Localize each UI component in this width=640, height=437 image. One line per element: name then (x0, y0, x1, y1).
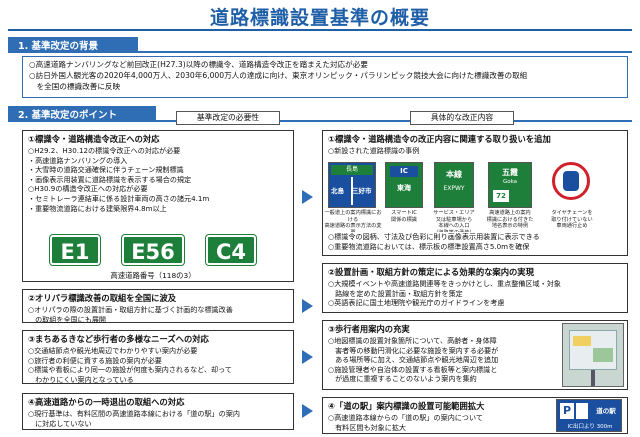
need-line: わかりにくい案内となっている (28, 374, 134, 384)
change-card-2: ②設置計画・取組方針の策定による効果的な案内の実現 ○大規模イベントや高速道路関… (322, 263, 628, 313)
arrow-right-icon (302, 299, 313, 313)
need-line: の取組を全国にも展開 (28, 314, 107, 324)
sign-expressway-entrance: 本線 EXPWY (434, 162, 474, 208)
parking-icon: P (560, 403, 574, 419)
michi-label: 道の駅 (596, 407, 616, 415)
change-line: ある場所等に加え、交通結節点や観光地周辺を追加 (328, 355, 499, 365)
change-line: 害者等の移動円滑化に必要な施設を案内する必要が (328, 345, 499, 355)
need-card-3-head: ③まちあるきなど歩行者の多様なニーズへの対応 (28, 334, 209, 344)
sign-s1-right: 三好市 (352, 187, 372, 195)
michi-exit: IC出口より 300m (567, 424, 613, 430)
change-card-2-head: ②設置計画・取組方針の策定による効果的な案内の実現 (328, 267, 534, 277)
route-plate: E56 (122, 235, 184, 265)
background-line: ○高速道路ナンバリングなど前回改正(H27.3)以降の標識令、道路構造令改正を踏… (29, 60, 368, 69)
need-line: ・大雪時の道路交通確保に伴うチェーン規制標識 (28, 165, 184, 175)
sign-guide-highway: 長島 北島 三好市 (328, 162, 376, 208)
sign-post (591, 370, 595, 386)
route-plate: E1 (50, 235, 100, 265)
sign-s4-caption: 高速道路上の案内標識における付きた地名表示の特例 (486, 210, 534, 229)
need-line: ・セミトレーラ連結車に係る設計車両の高さの諸元4.1m (28, 193, 210, 203)
route-plate: C4 (206, 235, 256, 265)
need-line: ・高速道路ナンバリングの導入 (28, 155, 128, 165)
need-line: に対応していない (28, 418, 92, 428)
need-line: ・画像表示用装置に道路標識を表示する場合の規定 (28, 174, 192, 184)
change-line: ○高速道路本線からの「道の駅」の案内について (328, 413, 483, 422)
title-rule (8, 29, 632, 31)
sign-s3-mid: EXPWY (443, 185, 465, 192)
need-line: ○H29.2、H30.12の標識令改正への対応が必要 (28, 146, 181, 155)
need-line: ○標識や看板により同一の施設が何度も案内されるなど、却って (28, 365, 232, 375)
need-line: ○オリパラの際の設置計画・取組方針に基づく計画的な標識改善 (28, 305, 233, 314)
section-2-header: 2. 基準改定のポイント (8, 106, 156, 121)
change-line: ○地図標識の設置対象箇所について、高齢者・身体障 (328, 336, 497, 345)
arrow-right-icon (302, 350, 313, 364)
sign-place-name: 五霞 Goka 72 (488, 162, 532, 208)
change-card-1-head: ①標識令・道路構造令の改正内容に関連する取り扱いを追加 (328, 134, 551, 144)
background-line: を全国の標識改善に反映 (29, 82, 121, 91)
map-sign-photo (562, 323, 624, 387)
arrow-right-icon (302, 404, 313, 418)
arrow-right-icon (302, 190, 313, 204)
sign-s4-badge: 72 (493, 190, 509, 202)
section-1-label: 1. 基準改定の背景 (18, 41, 99, 52)
sign-s5-caption: タイヤチェーンを取り付けていない車両通行止め (551, 210, 593, 229)
change-line: ○重要物流道路においては、標示板の標準設置高さ5.0mを確保 (328, 241, 530, 251)
change-line: が過度に重複することのないよう案内を集約 (328, 374, 477, 384)
need-card-4-head: ④高速道路からの一時退出の取組への対応 (28, 397, 185, 407)
change-card-1-extra: ○標識令の図柄、寸法及び色彩に則り画像表示用装置に表示できる ○重要物流道路にお… (326, 232, 624, 254)
change-line: ○新設された道路標識の事例 (328, 146, 420, 155)
background-line: ○訪日外国人観光客の2020年4,000万人、2030年6,000万人の達成に向… (29, 71, 528, 80)
need-line: ○H30.9の構造令改正への対応が必要 (28, 184, 148, 194)
section-1-rule (8, 51, 632, 53)
column-header-left: 基準改定の必要性 (176, 111, 280, 125)
need-card-4: ④高速道路からの一時退出の取組への対応 ○現行基準は、有料区間の高速道路本線にお… (22, 393, 294, 430)
section-1-header: 1. 基準改定の背景 (8, 37, 138, 52)
sign-smart-ic: IC 東海 (385, 162, 423, 208)
need-card-1-head: ①標識令・道路構造令改正への対応 (28, 134, 160, 144)
route-plates-caption: 高速道路番号（118の3） (110, 271, 196, 280)
change-line: 路線を定めた設置計画・取組方針を策定 (328, 288, 463, 298)
sign-s2-top: IC (390, 166, 418, 177)
map-area-block (593, 348, 613, 362)
restroom-icon (576, 403, 588, 419)
need-line: ○旅行者の利便に資する施設の案内が必要 (28, 355, 162, 365)
change-line: ○施設管理者や自治体の設置する看板等と案内標識と (328, 364, 498, 374)
sign-s2-mid: 東海 (397, 184, 411, 192)
need-line: ・重要物流道路における建築限界4.8m以上 (28, 203, 167, 213)
sign-s4-top: 五霞 (502, 168, 518, 177)
need-card-2-head: ②オリパラ標識改善の取組を全国に波及 (28, 293, 177, 303)
tire-chain-icon (552, 162, 590, 200)
sign-s1-mid: 北島 (331, 187, 344, 195)
change-card-4-head: ④「道の駅」案内標識の設置可能範囲拡大 (328, 401, 485, 411)
section-2-label: 2. 基準改定のポイント (18, 110, 118, 121)
sign-s1-divider (351, 177, 353, 205)
tire-icon (563, 171, 579, 191)
sign-s1-top: 長島 (331, 165, 373, 175)
background-box: ○高速道路ナンバリングなど前回改正(H27.3)以降の標識令、道路構造令改正を踏… (22, 56, 628, 98)
need-line: ○現行基準は、有料区間の高速道路本線における「道の駅」の案内 (28, 409, 240, 418)
michi-no-eki-sign: P 道の駅 IC出口より 300m (556, 399, 622, 432)
need-card-3: ③まちあるきなど歩行者の多様なニーズへの対応 ○交通結節点や観光地周辺でわかりや… (22, 330, 294, 384)
map-area-block (573, 336, 591, 346)
need-card-2: ②オリパラ標識改善の取組を全国に波及 ○オリパラの際の設置計画・取組方針に基づく… (22, 289, 294, 324)
need-line: ○交通結節点や観光地周辺でわかりやすい案内が必要 (28, 346, 198, 355)
sign-s4-mid: Goka (502, 179, 518, 185)
section-2-rule (8, 120, 632, 122)
change-line: ○英語表記に国土地理院や観光庁のガイドラインを考慮 (328, 298, 505, 308)
change-card-3-head: ③歩行者用案内の充実 (328, 324, 410, 334)
change-line: ○大規模イベントや高速道路関連等をきっかけとし、重点整備区域・対象 (328, 279, 561, 288)
sign-s3-top: 本線 (446, 170, 462, 179)
change-line: ○標識令の図柄、寸法及び色彩に則り画像表示用装置に表示できる (328, 232, 540, 241)
page-title: 道路標識設置基準の概要 (209, 7, 430, 29)
route-plates: E1 E56 C4 (46, 235, 260, 267)
column-header-right: 具体的な改正内容 (410, 111, 514, 125)
change-line: 有料区間も対象に拡大 (328, 422, 407, 432)
